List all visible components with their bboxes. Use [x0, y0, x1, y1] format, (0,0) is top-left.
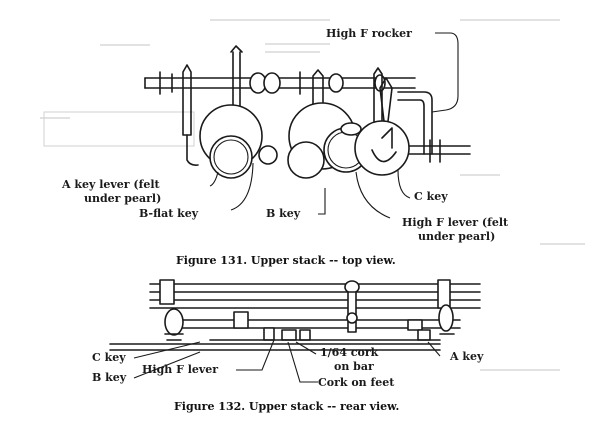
- center-post: [344, 280, 360, 333]
- main-rod: [144, 71, 416, 95]
- label-b-key-rear: B key: [92, 371, 127, 384]
- leader-lines-131: [209, 32, 459, 219]
- label-high-f-rocker: High F rocker: [326, 27, 412, 40]
- figure-131-top-view: High F rocker A key lever (felt under pe…: [61, 27, 509, 267]
- label-a-key-lever-line2: under pearl): [84, 192, 161, 205]
- label-b-flat-key: B-flat key: [139, 207, 199, 220]
- high-f-rocker[interactable]: [397, 91, 433, 155]
- c-key[interactable]: [354, 120, 410, 176]
- key-feet: [209, 311, 441, 341]
- label-cork-on-feet: Cork on feet: [318, 376, 395, 389]
- label-cork-on-bar-line1: 1/64 cork: [320, 346, 379, 359]
- lower-rod: [399, 139, 471, 163]
- caption-figure-131: Figure 131. Upper stack -- top view.: [176, 254, 396, 267]
- left-post: [159, 279, 184, 341]
- leader-lines-132: [133, 339, 441, 383]
- label-b-key: B key: [266, 207, 301, 220]
- caption-figure-132: Figure 132. Upper stack -- rear view.: [174, 400, 399, 413]
- right-post: [437, 279, 455, 335]
- label-a-key-lever-line1: A key lever (felt: [61, 178, 161, 191]
- label-cork-on-bar-line2: on bar: [334, 360, 374, 373]
- b-flat-key[interactable]: [258, 145, 278, 165]
- label-c-key: C key: [414, 190, 448, 203]
- a-key-lever[interactable]: [186, 104, 263, 179]
- label-high-f-lever-line2: under pearl): [418, 230, 495, 243]
- figure-132-rear-view: C key B key High F lever 1/64 cork on ba…: [92, 279, 484, 413]
- label-a-key-rear: A key: [449, 350, 484, 363]
- bleed-through-text: [40, 19, 585, 371]
- label-high-f-lever-rear: High F lever: [142, 363, 218, 376]
- label-c-key-rear: C key: [92, 351, 126, 364]
- label-high-f-lever-line1: High F lever (felt: [402, 216, 509, 229]
